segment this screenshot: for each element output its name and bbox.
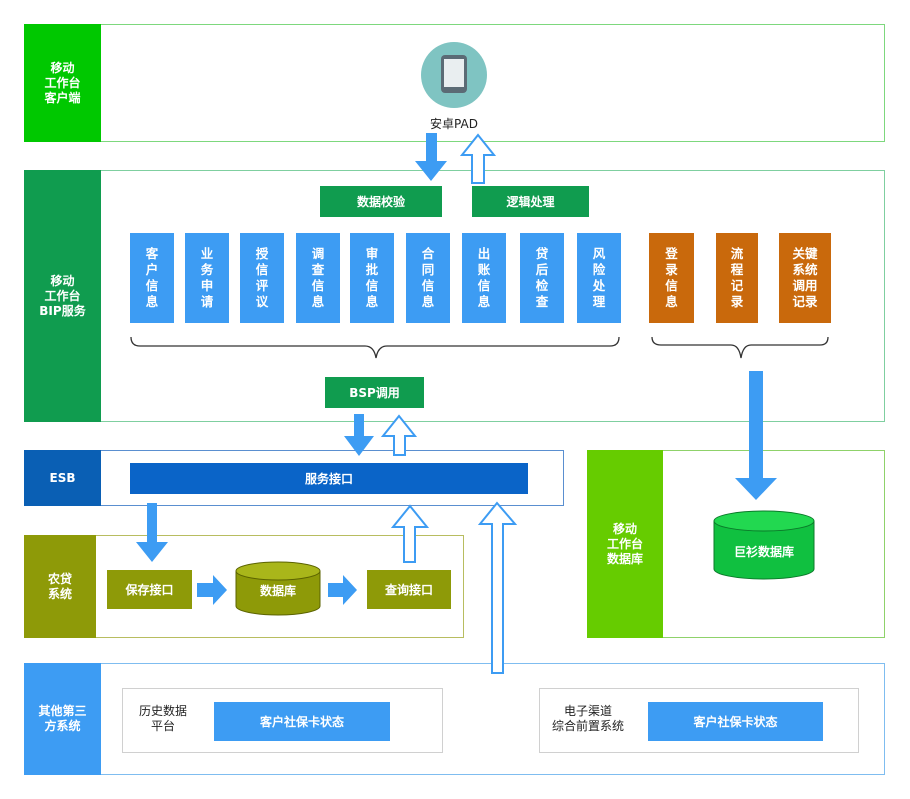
tablet-icon bbox=[421, 42, 487, 108]
client-up-arrow bbox=[459, 133, 497, 184]
save-to-db-arrow bbox=[197, 575, 227, 605]
query-interface-box: 查询接口 bbox=[367, 570, 451, 609]
echannel-status-box: 客户社保卡状态 bbox=[648, 702, 823, 741]
client-down-arrow bbox=[415, 133, 447, 181]
bip-item-8: 贷后检查 bbox=[520, 233, 564, 323]
bip-row-label: 移动 工作台 BIP服务 bbox=[24, 170, 101, 422]
log-item-2: 流程记录 bbox=[716, 233, 758, 323]
log-item-1: 登录信息 bbox=[649, 233, 694, 323]
esb-row-label: ESB bbox=[24, 450, 101, 506]
bip-item-9: 风险处理 bbox=[577, 233, 621, 323]
bip-item-5: 审批信息 bbox=[350, 233, 394, 323]
blue-items-brace bbox=[130, 336, 620, 359]
bsp-call-box: BSP调用 bbox=[325, 377, 424, 408]
bip-item-4: 调查信息 bbox=[296, 233, 340, 323]
third-up-arrow bbox=[477, 501, 518, 674]
orange-items-brace bbox=[651, 336, 829, 359]
query-up-arrow bbox=[390, 504, 430, 563]
bip-item-label: 调查信息 bbox=[311, 246, 325, 309]
bip-item-3: 授信评议 bbox=[240, 233, 284, 323]
log-item-label: 流程记录 bbox=[730, 246, 744, 309]
bsp-down-arrow bbox=[344, 414, 374, 456]
third-row-label: 其他第三 方系统 bbox=[24, 663, 101, 775]
echannel-label: 电子渠道 综合前置系统 bbox=[551, 704, 624, 733]
service-interface-box: 服务接口 bbox=[130, 463, 528, 494]
bip-item-label: 授信评议 bbox=[255, 246, 269, 309]
bip-item-6: 合同信息 bbox=[406, 233, 450, 323]
history-platform-group bbox=[122, 688, 443, 753]
bsp-up-arrow bbox=[380, 414, 418, 456]
log-item-label: 关键系统调用记录 bbox=[792, 246, 818, 309]
workdb-database-icon bbox=[713, 510, 815, 580]
log-item-label: 登录信息 bbox=[665, 246, 678, 309]
client-row-label: 移动 工作台 客户端 bbox=[24, 24, 101, 142]
bip-item-label: 风险处理 bbox=[592, 246, 606, 309]
loan-row-label: 农贷 系统 bbox=[24, 535, 96, 638]
bip-item-label: 合同信息 bbox=[421, 246, 435, 309]
bip-item-label: 贷后检查 bbox=[535, 246, 549, 309]
bip-item-label: 业务申请 bbox=[200, 246, 214, 309]
device-label: 安卓PAD bbox=[430, 117, 478, 131]
save-interface-box: 保存接口 bbox=[107, 570, 192, 609]
echannel-group bbox=[539, 688, 859, 753]
loan-db-label: 数据库 bbox=[259, 584, 296, 598]
workdb-down-arrow bbox=[735, 371, 777, 500]
workdb-row-label: 移动 工作台 数据库 bbox=[587, 450, 663, 638]
bip-item-label: 出账信息 bbox=[477, 246, 491, 309]
bip-item-7: 出账信息 bbox=[462, 233, 506, 323]
history-status-box: 客户社保卡状态 bbox=[214, 702, 390, 741]
bip-item-2: 业务申请 bbox=[185, 233, 229, 323]
workdb-db-label: 巨衫数据库 bbox=[733, 545, 794, 559]
bip-item-1: 客户信息 bbox=[130, 233, 174, 323]
logic-process-box: 逻辑处理 bbox=[472, 186, 589, 217]
bip-item-label: 审批信息 bbox=[365, 246, 379, 309]
db-to-query-arrow bbox=[328, 575, 357, 605]
log-item-3: 关键系统调用记录 bbox=[779, 233, 831, 323]
bip-item-label: 客户信息 bbox=[145, 246, 159, 309]
loan-database-icon bbox=[235, 561, 321, 616]
history-platform-label: 历史数据 平台 bbox=[138, 704, 187, 733]
data-check-box: 数据校验 bbox=[320, 186, 442, 217]
save-down-arrow bbox=[136, 503, 168, 562]
